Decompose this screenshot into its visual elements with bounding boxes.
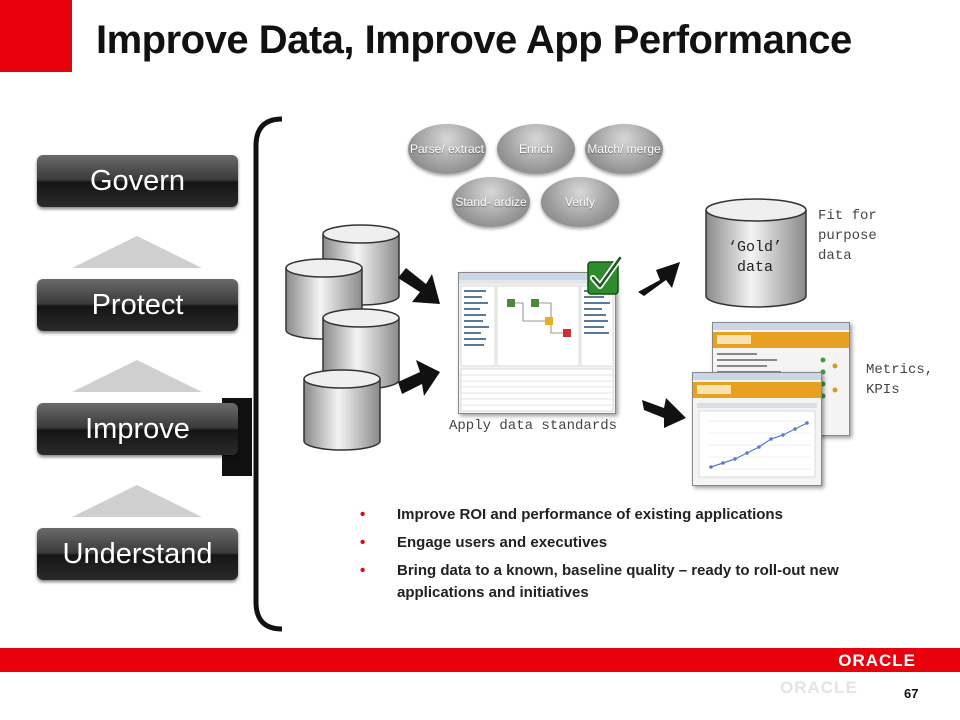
bullet-list: •Improve ROI and performance of existing… [360,504,840,610]
gold-data-database-icon [705,198,807,308]
up-triangle-icon [72,360,202,392]
arrow-right-icon [398,268,440,396]
bracket-icon [253,116,283,632]
stage-protect[interactable]: Protect [37,279,238,331]
stage-govern[interactable]: Govern [37,155,238,207]
list-item: •Improve ROI and performance of existing… [360,506,783,523]
list-item: •Engage users and executives [360,534,608,551]
op-match-merge: Match/ merge [585,124,663,174]
op-verify: Verify [541,177,619,227]
apply-data-standards-label: Apply data standards [449,418,618,434]
oracle-watermark: ORACLE [780,678,858,697]
stage-understand[interactable]: Understand [37,528,238,580]
gold-data-label: ‘Gold’ data [727,239,782,276]
dashboard-screenshot-front [692,372,822,486]
metrics-kpis-label: Metrics, KPIs [866,362,934,398]
oracle-logo: ORACLE [838,651,916,670]
op-enrich: Enrich [497,124,575,174]
data-quality-tool-screenshot [458,272,616,414]
checkmark-icon [587,255,623,295]
footer-bar [0,648,960,672]
arrow-right-icon [642,398,686,428]
op-parse-extract: Parse/ extract [408,124,486,174]
source-database-icon [285,224,400,451]
red-corner-accent [0,0,72,72]
op-standardize: Stand- ardize [452,177,530,227]
stage-improve[interactable]: Improve [37,403,238,455]
up-triangle-icon [72,485,202,517]
page-title: Improve Data, Improve App Performance [96,18,852,62]
arrow-right-icon [638,262,680,296]
up-triangle-icon [72,236,202,268]
fit-for-purpose-label: Fit for purpose data [818,208,877,264]
list-item: •Bring data to a known, baseline quality… [360,562,839,601]
page-number: 67 [904,686,919,701]
